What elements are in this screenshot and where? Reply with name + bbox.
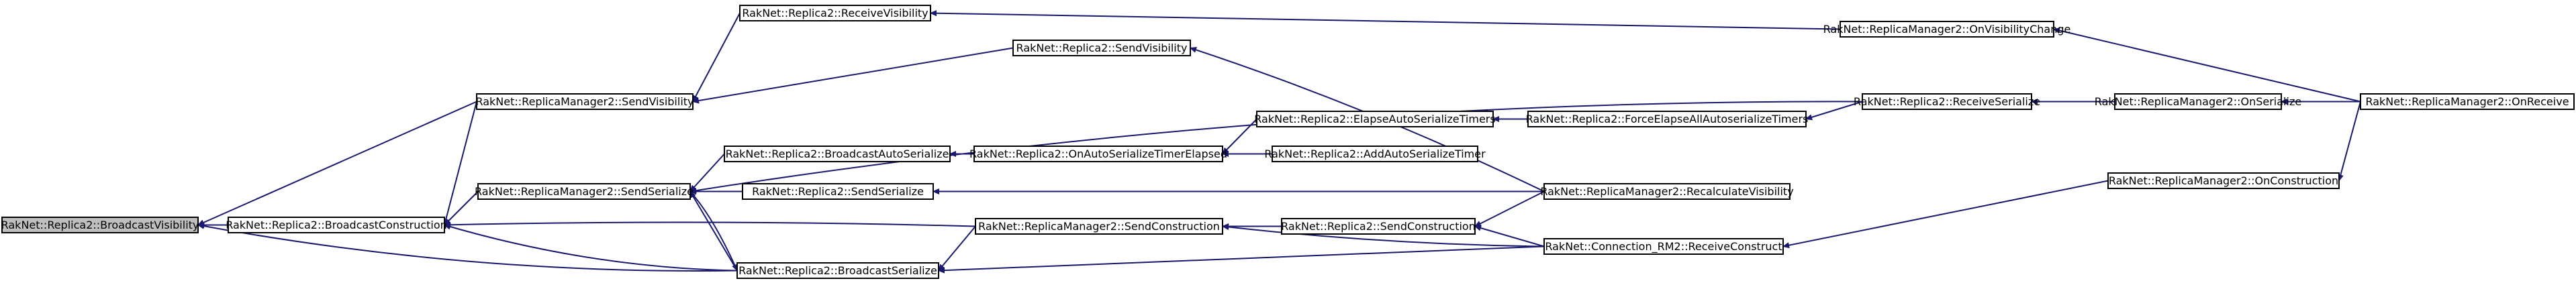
node-label: RakNet::Replica2::BroadcastConstruction: [226, 219, 447, 231]
edge-n11-to-n10: [1223, 118, 1257, 154]
edge-n21-to-n17: [2054, 30, 2361, 103]
node-label: RakNet::Replica2::SendConstruction: [1281, 220, 1476, 233]
node-label: RakNet::ReplicaManager2::OnConstruction: [2109, 174, 2338, 187]
node-label: RakNet::Replica2::ReceiveVisibility: [742, 7, 928, 19]
node-n16[interactable]: RakNet::Connection_RM2::ReceiveConstruct: [1543, 238, 1784, 255]
node-n7[interactable]: RakNet::Replica2::BroadcastAutoSerialize: [724, 146, 951, 162]
node-label: RakNet::ReplicaManager2::OnVisibilityCha…: [1823, 23, 2071, 36]
node-box[interactable]: [739, 5, 931, 21]
node-box[interactable]: [1543, 238, 1784, 255]
node-label: RakNet::Replica2::BroadcastVisibility: [1, 219, 199, 231]
node-n20[interactable]: RakNet::ReplicaManager2::OnConstruction: [2107, 172, 2340, 189]
node-label: RakNet::Replica2::AddAutoSerializeTimer: [1264, 148, 1486, 160]
node-label: RakNet::Replica2::BroadcastAutoSerialize: [726, 148, 949, 160]
node-box[interactable]: [2114, 93, 2282, 110]
node-n14[interactable]: RakNet::Replica2::ForceElapseAllAutoseri…: [1526, 111, 1809, 127]
node-n18[interactable]: RakNet::Replica2::ReceiveSerialize: [1854, 93, 2040, 110]
node-box[interactable]: [973, 146, 1223, 162]
node-box[interactable]: [1527, 111, 1807, 127]
node-n8[interactable]: RakNet::Replica2::SendSerialize: [742, 183, 934, 200]
edge-n18-to-n14: [1806, 101, 1863, 119]
node-label: RakNet::ReplicaManager2::OnReceive: [2365, 95, 2569, 108]
node-box[interactable]: [476, 93, 694, 110]
edge-n7-to-n3: [690, 153, 725, 192]
node-box[interactable]: [1272, 146, 1478, 162]
edge-n2-to-n0: [198, 101, 477, 226]
node-box[interactable]: [477, 183, 691, 200]
node-label: RakNet::Replica2::BroadcastSerialize: [738, 264, 937, 277]
node-n10[interactable]: RakNet::Replica2::OnAutoSerializeTimerEl…: [969, 146, 1227, 162]
node-box[interactable]: [1281, 218, 1476, 235]
edge-layer: [198, 13, 2361, 272]
node-box[interactable]: [724, 146, 951, 162]
edge-n16-to-n13: [1475, 227, 1545, 247]
node-label: RakNet::ReplicaManager2::SendConstructio…: [978, 220, 1220, 233]
edge-n4-to-n3: [689, 192, 738, 272]
node-n4[interactable]: RakNet::Replica2::BroadcastSerialize: [736, 262, 939, 279]
node-n0[interactable]: RakNet::Replica2::BroadcastVisibility: [1, 217, 199, 233]
node-box[interactable]: [1543, 183, 1791, 200]
node-box[interactable]: [742, 183, 934, 200]
node-label: RakNet::Replica2::SendSerialize: [752, 185, 924, 198]
node-n13[interactable]: RakNet::Replica2::SendConstruction: [1281, 218, 1476, 235]
node-box[interactable]: [228, 217, 445, 233]
edge-n16-to-n9: [1223, 227, 1545, 247]
edge-n4-to-n0: [198, 225, 738, 272]
node-box[interactable]: [1256, 111, 1494, 127]
edge-n20-to-n16: [1783, 180, 2109, 247]
node-n5[interactable]: RakNet::Replica2::ReceiveVisibility: [739, 5, 931, 21]
node-label: RakNet::ReplicaManager2::RecalculateVisi…: [1540, 185, 1793, 198]
node-box[interactable]: [1012, 40, 1191, 56]
node-label: RakNet::Replica2::ReceiveSerialize: [1854, 95, 2040, 108]
node-label: RakNet::Replica2::SendVisibility: [1016, 42, 1188, 54]
edge-n21-to-n20: [2339, 101, 2361, 181]
edge-n3-to-n4: [689, 190, 738, 271]
node-box[interactable]: [1, 217, 199, 233]
node-box[interactable]: [2107, 172, 2340, 189]
edge-n17-to-n5: [931, 13, 1841, 30]
edge-n16-to-n4: [939, 245, 1545, 271]
edge-n4-to-n1: [444, 225, 738, 272]
node-label: RakNet::ReplicaManager2::OnSerialize: [2095, 95, 2301, 108]
node-n2[interactable]: RakNet::ReplicaManager2::SendVisibility: [475, 93, 694, 110]
node-label: RakNet::ReplicaManager2::SendVisibility: [475, 95, 694, 108]
edge-n9-to-n4: [939, 225, 976, 271]
node-label: RakNet::ReplicaManager2::SendSerialize: [475, 185, 694, 198]
node-n15[interactable]: RakNet::ReplicaManager2::RecalculateVisi…: [1540, 183, 1794, 200]
node-box[interactable]: [2360, 93, 2575, 110]
node-n11[interactable]: RakNet::Replica2::ElapseAutoSerializeTim…: [1254, 111, 1496, 127]
node-label: RakNet::Replica2::ElapseAutoSerializeTim…: [1254, 113, 1495, 125]
edge-n2-to-n1: [444, 101, 477, 225]
edge-n9-to-n1: [444, 221, 976, 226]
node-n17[interactable]: RakNet::ReplicaManager2::OnVisibilityCha…: [1823, 21, 2071, 38]
node-box[interactable]: [975, 218, 1223, 235]
node-n6[interactable]: RakNet::Replica2::SendVisibility: [1012, 40, 1191, 56]
node-n1[interactable]: RakNet::Replica2::BroadcastConstruction: [226, 217, 447, 233]
node-label: RakNet::Replica2::ForceElapseAllAutoseri…: [1526, 113, 1809, 125]
node-label: RakNet::Replica2::OnAutoSerializeTimerEl…: [969, 148, 1227, 160]
node-n3[interactable]: RakNet::ReplicaManager2::SendSerialize: [475, 183, 694, 200]
node-n19[interactable]: RakNet::ReplicaManager2::OnSerialize: [2095, 93, 2301, 110]
node-n12[interactable]: RakNet::Replica2::AddAutoSerializeTimer: [1264, 146, 1486, 162]
node-box[interactable]: [1862, 93, 2032, 110]
edge-n15-to-n13: [1475, 190, 1545, 227]
edge-n6-to-n2: [693, 47, 1014, 102]
edge-n5-to-n2: [692, 13, 741, 102]
node-label: RakNet::Connection_RM2::ReceiveConstruct: [1545, 240, 1782, 253]
node-box[interactable]: [736, 262, 939, 279]
node-box[interactable]: [1840, 21, 2054, 38]
node-n9[interactable]: RakNet::ReplicaManager2::SendConstructio…: [975, 218, 1223, 235]
node-n21[interactable]: RakNet::ReplicaManager2::OnReceive: [2360, 93, 2575, 110]
